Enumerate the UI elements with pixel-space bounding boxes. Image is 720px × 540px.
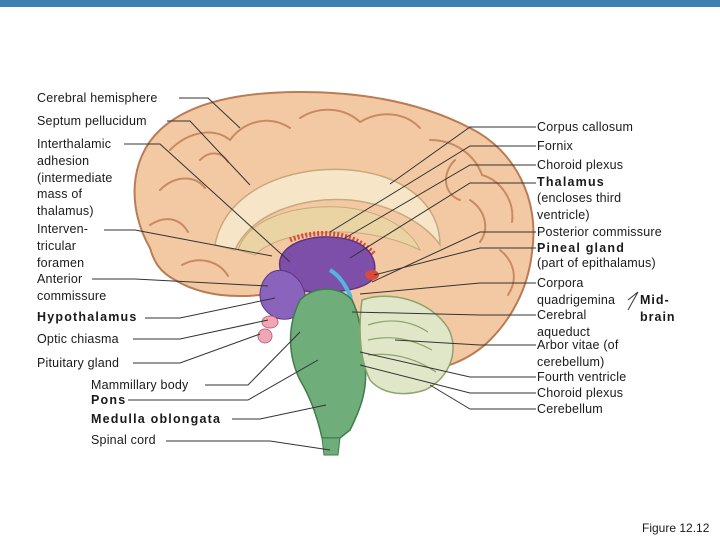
label-interventricular-foramen: Interven- tricular foramen <box>37 222 89 270</box>
label-interthalamic-adhesion: Interthalamic adhesion (intermediate mas… <box>37 137 113 219</box>
label-thalamus: Thalamus <box>537 175 605 189</box>
label-corpora-quadrigemina: Corpora quadrigemina <box>537 276 616 307</box>
brainstem <box>289 288 367 439</box>
optic-chiasma <box>261 315 279 329</box>
third-ventricle <box>328 268 358 331</box>
label-corpus-callosum: Corpus callosum <box>537 120 634 134</box>
label-fornix: Fornix <box>537 139 573 153</box>
label-optic-chiasma: Optic chiasma <box>37 332 119 346</box>
label-cerebral-aqueduct: Cerebral aqueduct <box>537 308 591 339</box>
label-thalamus-note: (encloses third ventricle) <box>537 191 622 222</box>
label-medulla-oblongata: Medulla oblongata <box>91 412 222 426</box>
label-pons: Pons <box>91 393 127 407</box>
leader-lines-right <box>329 126 639 410</box>
spinal-cord <box>321 437 341 456</box>
corpus-callosum <box>214 168 441 251</box>
label-choroid-plexus-lower: Choroid plexus <box>537 386 624 400</box>
label-pineal-note: (part of epithalamus) <box>537 256 656 270</box>
pineal-gland <box>365 270 379 280</box>
label-cerebellum: Cerebellum <box>537 402 603 416</box>
choroid-plexus-upper <box>289 230 377 257</box>
leader-lines-left <box>92 97 331 451</box>
label-arbor-vitae: Arbor vitae (of cerebellum) <box>537 338 619 369</box>
label-midbrain: Mid- brain <box>640 293 676 324</box>
label-hypothalamus: Hypothalamus <box>37 310 138 324</box>
hypothalamus <box>259 269 306 320</box>
label-choroid-plexus-upper: Choroid plexus <box>537 158 624 172</box>
label-mammillary-body: Mammillary body <box>91 378 189 392</box>
label-septum-pellucidum: Septum pellucidum <box>37 114 147 128</box>
figure-label: Figure 12.12 <box>642 521 710 535</box>
label-pituitary-gland: Pituitary gland <box>37 356 120 370</box>
label-fourth-ventricle: Fourth ventricle <box>537 370 627 384</box>
label-posterior-commissure: Posterior commissure <box>537 225 662 239</box>
label-anterior-commissure: Anterior commissure <box>37 272 107 303</box>
label-spinal-cord: Spinal cord <box>91 433 156 447</box>
label-cerebral-hemisphere: Cerebral hemisphere <box>37 91 158 105</box>
top-accent-bar <box>0 0 720 7</box>
pituitary <box>257 328 273 344</box>
label-pineal-gland: Pineal gland <box>537 241 626 255</box>
cerebellum <box>359 295 454 395</box>
